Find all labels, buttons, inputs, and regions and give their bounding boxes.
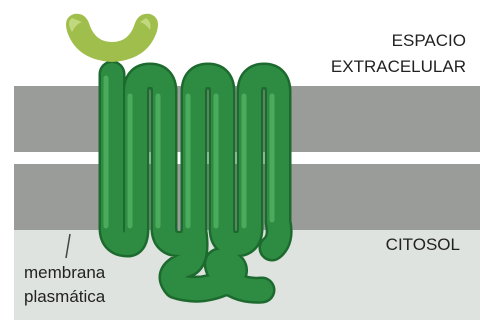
extracellular-label-line1: ESPACIO	[392, 30, 466, 52]
cytosol-label: CITOSOL	[386, 234, 460, 256]
membrane-label-line2: plasmática	[24, 286, 105, 308]
extracellular-label-line2: EXTRACELULAR	[331, 56, 466, 78]
ligand-icon	[66, 14, 158, 62]
membrane-label-line1: membrana	[24, 262, 105, 284]
